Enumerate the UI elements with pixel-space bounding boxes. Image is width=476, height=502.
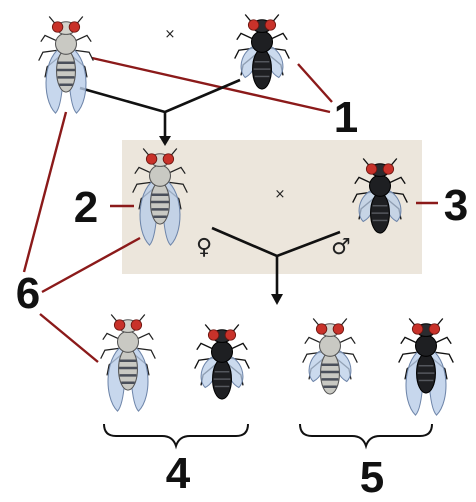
fly-f2-black-long-wing xyxy=(399,319,454,416)
leader-1b xyxy=(298,64,332,102)
fly-f2-black-short-wing xyxy=(195,325,250,400)
cross-symbol-parents: × xyxy=(165,27,176,42)
label-5: 5 xyxy=(360,453,384,502)
brace-5 xyxy=(300,424,432,446)
label-4: 4 xyxy=(166,449,191,498)
fly-parent-black-short-wing xyxy=(235,15,290,90)
cross-symbol-f1: × xyxy=(275,187,286,202)
fly-parent-gray-long-wing xyxy=(39,17,94,114)
f1-cross-arrowhead xyxy=(271,294,283,305)
brace-4 xyxy=(104,424,248,446)
label-1: 1 xyxy=(334,93,358,142)
fly-f2-gray-long-wing xyxy=(101,315,156,412)
leader-6a xyxy=(24,112,66,272)
label-6: 6 xyxy=(16,269,40,318)
male-symbol: ♂ xyxy=(331,235,351,260)
label-2: 2 xyxy=(74,183,98,232)
p-cross-lines xyxy=(80,80,240,112)
fly-f2-gray-short-wing xyxy=(303,319,358,395)
leader-1a xyxy=(92,58,330,112)
label-3: 3 xyxy=(444,181,468,230)
leader-6c xyxy=(40,314,98,362)
female-symbol: ♀ xyxy=(196,235,212,260)
